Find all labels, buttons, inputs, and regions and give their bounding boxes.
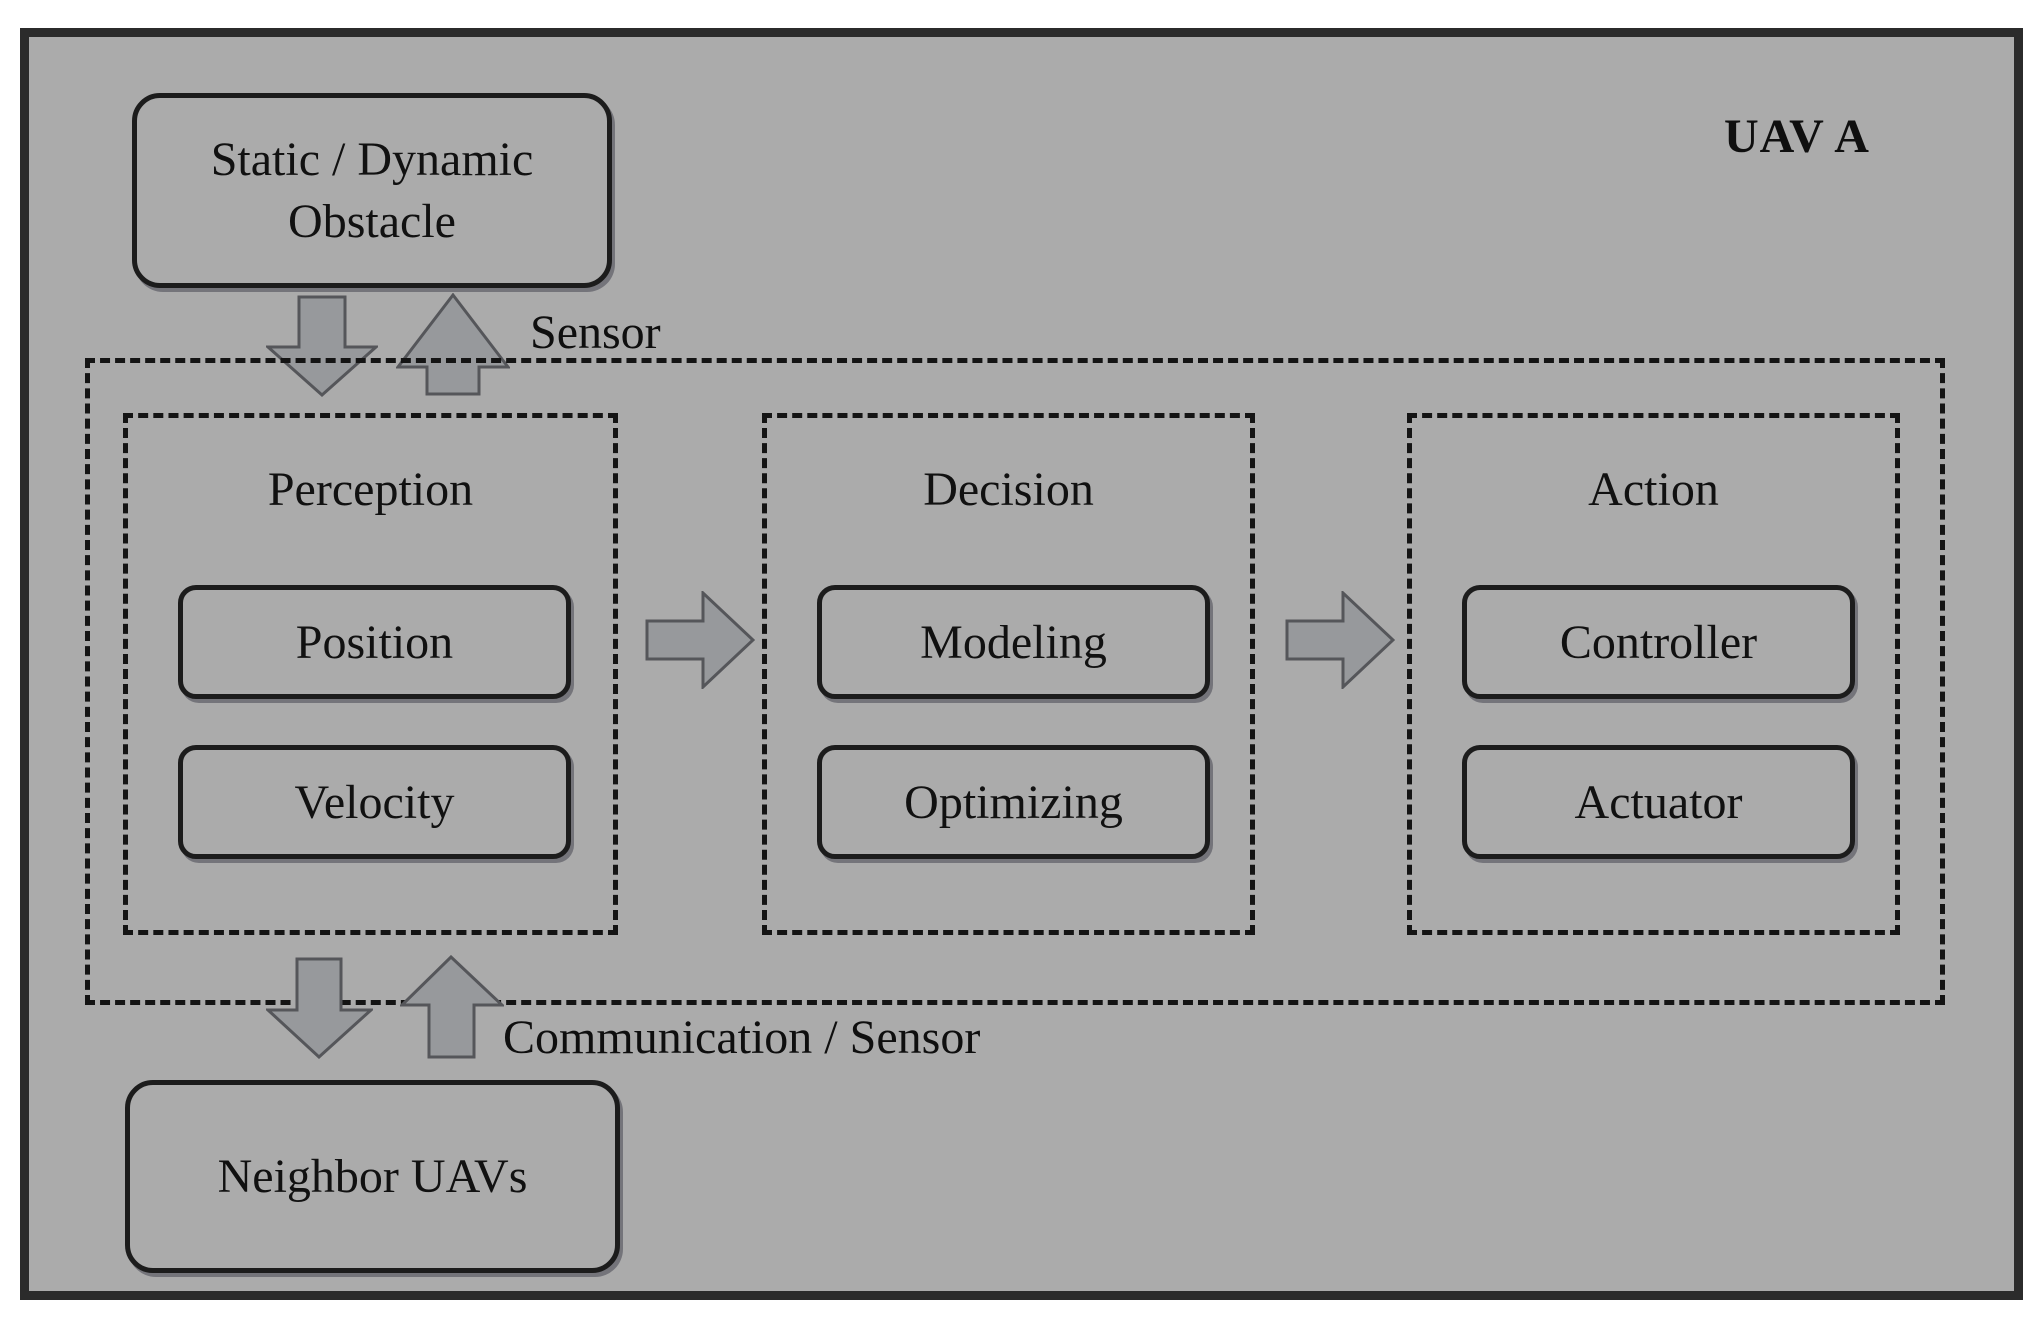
neighbor-uavs-label: Neighbor UAVs (217, 1149, 528, 1203)
modeling-label: Modeling (920, 615, 1107, 669)
right-arrow-icon (1285, 591, 1395, 689)
actuator-box: Actuator (1462, 745, 1855, 859)
down-arrow-icon (266, 295, 378, 397)
section-perception: Perception Position Velocity (123, 413, 618, 935)
neighbor-uavs-box: Neighbor UAVs (125, 1080, 620, 1273)
action-title: Action (1588, 463, 1719, 516)
controller-label: Controller (1559, 615, 1758, 669)
down-arrow-icon (266, 957, 373, 1059)
position-label: Position (295, 615, 454, 669)
optimizing-box: Optimizing (817, 745, 1210, 859)
up-arrow-icon (396, 293, 510, 396)
decision-title: Decision (923, 463, 1094, 516)
obstacle-box: Static / Dynamic Obstacle (132, 93, 612, 288)
sensor-label: Sensor (530, 306, 661, 359)
section-decision: Decision Modeling Optimizing (762, 413, 1255, 935)
right-arrow-icon (645, 591, 755, 689)
position-box: Position (178, 585, 571, 699)
communication-sensor-label: Communication / Sensor (503, 1011, 981, 1064)
actuator-label: Actuator (1574, 775, 1743, 829)
up-arrow-icon (400, 955, 504, 1059)
perception-title: Perception (267, 463, 474, 516)
modeling-box: Modeling (817, 585, 1210, 699)
obstacle-box-line2: Obstacle (288, 194, 456, 248)
velocity-label: Velocity (294, 775, 455, 829)
velocity-box: Velocity (178, 745, 571, 859)
controller-box: Controller (1462, 585, 1855, 699)
section-action: Action Controller Actuator (1407, 413, 1900, 935)
optimizing-label: Optimizing (904, 775, 1123, 829)
uav-internal-boundary (85, 358, 1945, 1005)
obstacle-box-line1: Static / Dynamic (210, 132, 534, 186)
uav-title: UAV A (1724, 110, 1870, 163)
